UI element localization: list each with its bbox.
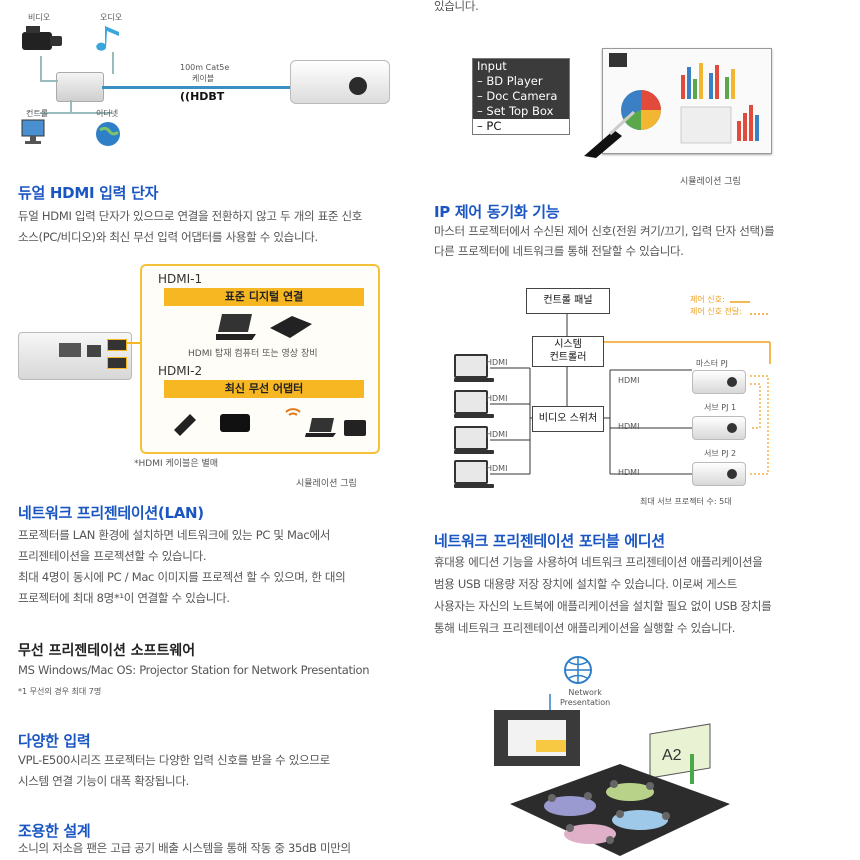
control-label: 컨트롤 (26, 109, 49, 118)
laptop-icon (454, 460, 494, 488)
projected-screen (602, 48, 772, 154)
screen-label-a2: A2 (662, 747, 682, 764)
projector-image (290, 60, 390, 104)
cable-label: 100m Cat5e (180, 63, 230, 72)
usb-dongle-icon (174, 414, 196, 436)
ethernet-label: 이더넷 (96, 109, 119, 118)
quiet-design-body: 소니의 저소음 팬은 고급 공기 배출 시스템을 통해 작동 중 35dB 미만… (18, 841, 351, 855)
wireless-software-note: *1 무선의 경우 최대 7명 (18, 687, 102, 696)
hdmi-cable-footnote: *HDMI 케이블은 별매 (134, 459, 219, 469)
dual-hdmi-title: 듀얼 HDMI 입력 단자 (18, 184, 159, 202)
hdmi1-label: HDMI-1 (158, 272, 203, 286)
input-menu-item: – Set Top Box (477, 104, 554, 118)
video-switcher-box: 비디오 스위처 (532, 406, 604, 432)
network-lan-body-line-2: 프리젠테이션을 프로젝션할 수 있습니다. (18, 549, 207, 563)
bar-chart-graphic (680, 63, 759, 144)
quiet-design-title: 조용한 설계 (18, 822, 91, 840)
hdmi-label: HDMI (486, 430, 508, 439)
various-input-title: 다양한 입력 (18, 732, 91, 750)
wireless-software-body: MS Windows/Mac OS: Projector Station for… (18, 663, 370, 677)
wireless-software-title: 무선 프리젠테이션 소프트웨어 (18, 643, 196, 659)
network-globe-icon (564, 656, 592, 684)
bluray-player-icon (270, 316, 312, 338)
video-label: 비디오 (28, 13, 51, 22)
laptop-icon (454, 426, 494, 454)
input-menu-item: – Doc Camera (477, 89, 558, 103)
network-lan-body-line-3: 최대 4명이 동시에 PC / Mac 이미지를 프로젝션 할 수 있으며, 한… (18, 570, 346, 584)
hdmi-label: HDMI (486, 394, 508, 403)
various-input-body-line-2: 시스템 연결 기능이 대폭 확장됩니다. (18, 774, 189, 788)
input-menu: Input – BD Player – Doc Camera – Set Top… (472, 58, 570, 135)
hand-pointer-icon (584, 110, 636, 158)
sub-pj-2-label: 서브 PJ 2 (704, 449, 737, 458)
hdmi-input-box: HDMI-1 표준 디지털 연결 HDMI 탑재 컴퓨터 또는 영상 장비 HD… (140, 264, 380, 454)
sub-projector-icon (692, 416, 746, 440)
dual-hdmi-body-line-1: 듀얼 HDMI 입력 단자가 있으므로 연결을 전환하지 않고 두 개의 표준 … (18, 209, 363, 223)
dual-hdmi-body-line-2: 소스(PC/비디오)와 최신 무선 입력 어댑터를 사용할 수 있습니다. (18, 230, 318, 244)
globe-icon (96, 122, 120, 146)
ip-control-diagram: 컨트롤 패널 시스템 컨트롤러 비디오 스위처 제어 신호: 제어 신호 전달:… (450, 284, 780, 510)
hdmi-label: HDMI (486, 358, 508, 367)
hdbaset-transmitter (56, 72, 104, 102)
portable-edition-title: 네트워크 프리젠테이션 포터블 에디션 (434, 532, 665, 550)
portable-body-line-3: 사용자는 자신의 노트북에 애플리케이션을 설치할 필요 없이 USB 장치를 (434, 599, 772, 613)
laptop-icon (454, 354, 494, 382)
ip-control-title: IP 제어 동기화 기능 (434, 203, 560, 221)
laptop-icon (216, 314, 256, 340)
hdmi-label: HDMI (618, 376, 640, 385)
network-lan-title: 네트워크 프리젠테이션(LAN) (18, 504, 204, 522)
hdmi-label: HDMI (618, 468, 640, 477)
portable-body-line-2: 범용 USB 대용량 저장 장치에 설치할 수 있습니다. 이로써 게스트 (434, 577, 737, 591)
cable-sub-label: 케이블 (192, 74, 215, 83)
input-menu-item-selected: – PC (473, 119, 569, 134)
top-continued-text: 있습니다. (434, 0, 479, 13)
hdmi2-label: HDMI-2 (158, 364, 203, 378)
portable-body-line-1: 휴대용 에디션 기능을 사용하여 네트워크 프리젠테이션 애플리케이션을 (434, 555, 763, 569)
laptop-icon (454, 390, 494, 418)
network-lan-body-line-1: 프로젝터를 LAN 환경에 설치하면 네트워크에 있는 PC 및 Mac에서 (18, 528, 330, 542)
pc-monitor-icon (21, 119, 45, 144)
simulation-caption-1: 시뮬레이션 그림 (296, 479, 357, 489)
wireless-devices-icon (285, 408, 366, 437)
input-menu-title: Input (477, 59, 507, 73)
input-menu-item: – BD Player (477, 74, 543, 88)
hdmi-label: HDMI (486, 464, 508, 473)
hdmi1-caption: HDMI 탑재 컴퓨터 또는 영상 장비 (188, 349, 318, 359)
simulation-caption-2: 시뮬레이션 그림 (680, 177, 741, 187)
legend-control-signal: 제어 신호: (690, 295, 725, 304)
sub-projector-icon (692, 462, 746, 486)
classroom-scene: A2 (494, 694, 730, 856)
control-panel-box: 컨트롤 패널 (526, 288, 610, 314)
audio-label: 오디오 (100, 13, 123, 22)
wireless-box-icon (220, 414, 250, 432)
ip-control-body-line-1: 마스터 프로젝터에서 수신된 제어 신호(전원 켜기/끄기, 입력 단자 선택)… (434, 224, 775, 238)
network-presentation-label: Network Presentation (560, 688, 611, 707)
pie-chart-graphic (621, 90, 661, 130)
camcorder-icon (22, 26, 62, 50)
standard-digital-bar: 표준 디지털 연결 (164, 288, 364, 306)
hdbaset-logo: ((HDBT (180, 90, 225, 103)
master-projector-icon (692, 370, 746, 394)
legend-control-relay: 제어 신호 전달: (690, 307, 742, 316)
portable-body-line-4: 통해 네트워크 프리젠테이션 애플리케이션을 실행할 수 있습니다. (434, 621, 736, 635)
system-controller-box: 시스템 컨트롤러 (532, 336, 604, 367)
input-menu-illustration: Input – BD Player – Doc Camera – Set Top… (472, 40, 772, 158)
projector-rear-panel (18, 332, 132, 380)
network-lan-body-line-4: 프로젝터에 최대 8명*¹이 연결할 수 있습니다. (18, 591, 230, 605)
classroom-illustration: Network Presentation A2 (490, 654, 730, 858)
cat5e-cable (102, 86, 292, 89)
diagram-connections (490, 301, 771, 475)
music-note-icon (96, 26, 119, 51)
master-pj-label: 마스터 PJ (696, 359, 728, 368)
sub-pj-1-label: 서브 PJ 1 (704, 403, 737, 412)
wireless-adapter-bar: 최신 무선 어댑터 (164, 380, 364, 398)
ip-control-body-line-2: 다른 프로젝터에 네트워크를 통해 전달할 수 있습니다. (434, 244, 684, 258)
various-input-body-line-1: VPL-E500시리즈 프로젝터는 다양한 입력 신호를 받을 수 있으므로 (18, 753, 330, 767)
hdmi-label: HDMI (618, 422, 640, 431)
max-sub-projectors-caption: 최대 서브 프로젝터 수: 5대 (640, 497, 732, 506)
